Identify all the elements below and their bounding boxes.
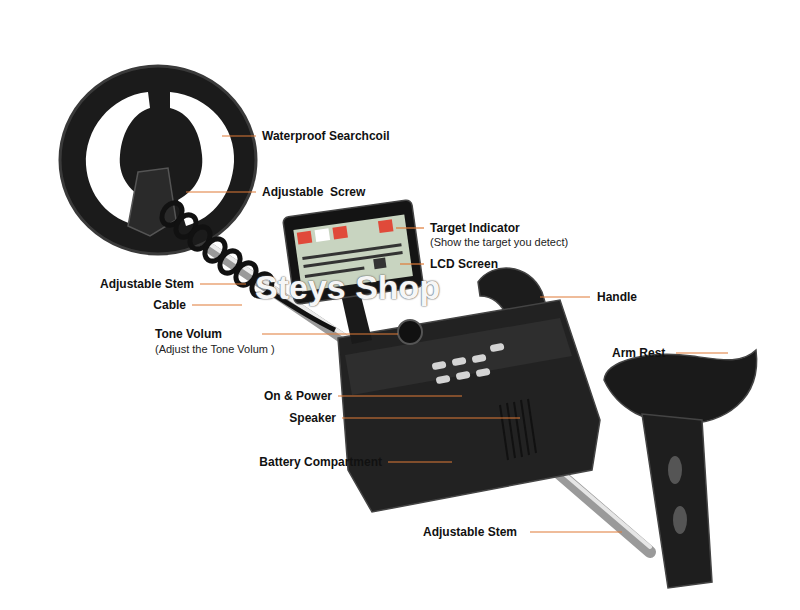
lower-stem bbox=[555, 470, 650, 552]
part-label: Arm Rest bbox=[612, 346, 665, 360]
part-label: Adjustable Screw bbox=[262, 185, 365, 199]
control-panel bbox=[345, 318, 572, 395]
part-note: (Adjust the Tone Volum ) bbox=[155, 342, 275, 356]
part-label: Tone Volum bbox=[155, 327, 222, 341]
part-label: Cable bbox=[153, 298, 186, 312]
part-label: Waterproof Searchcoil bbox=[262, 129, 390, 143]
part-label: LCD Screen bbox=[430, 257, 498, 271]
part-label: On & Power bbox=[264, 389, 332, 403]
control-buttons bbox=[432, 343, 505, 384]
part-label: Handle bbox=[597, 290, 637, 304]
bracket-hole bbox=[668, 456, 682, 484]
arm-rest-bracket bbox=[642, 414, 712, 588]
part-label: Speaker bbox=[289, 411, 336, 425]
tone-knob bbox=[398, 320, 422, 344]
bracket-hole bbox=[673, 506, 687, 534]
arm-rest-cup bbox=[604, 350, 757, 424]
part-label: Target Indicator bbox=[430, 221, 520, 235]
part-label: Battery Compartment bbox=[259, 455, 382, 469]
searchcoil bbox=[60, 66, 256, 254]
speaker-grille bbox=[500, 399, 536, 460]
leader-lines bbox=[186, 136, 728, 532]
control-box bbox=[338, 300, 600, 512]
stem-highlight bbox=[555, 466, 650, 547]
part-label: Adjustable Stem bbox=[423, 525, 517, 539]
watermark: Steys Shop bbox=[255, 268, 440, 306]
part-label: Adjustable Stem bbox=[100, 277, 194, 291]
part-note: (Show the target you detect) bbox=[430, 235, 568, 249]
